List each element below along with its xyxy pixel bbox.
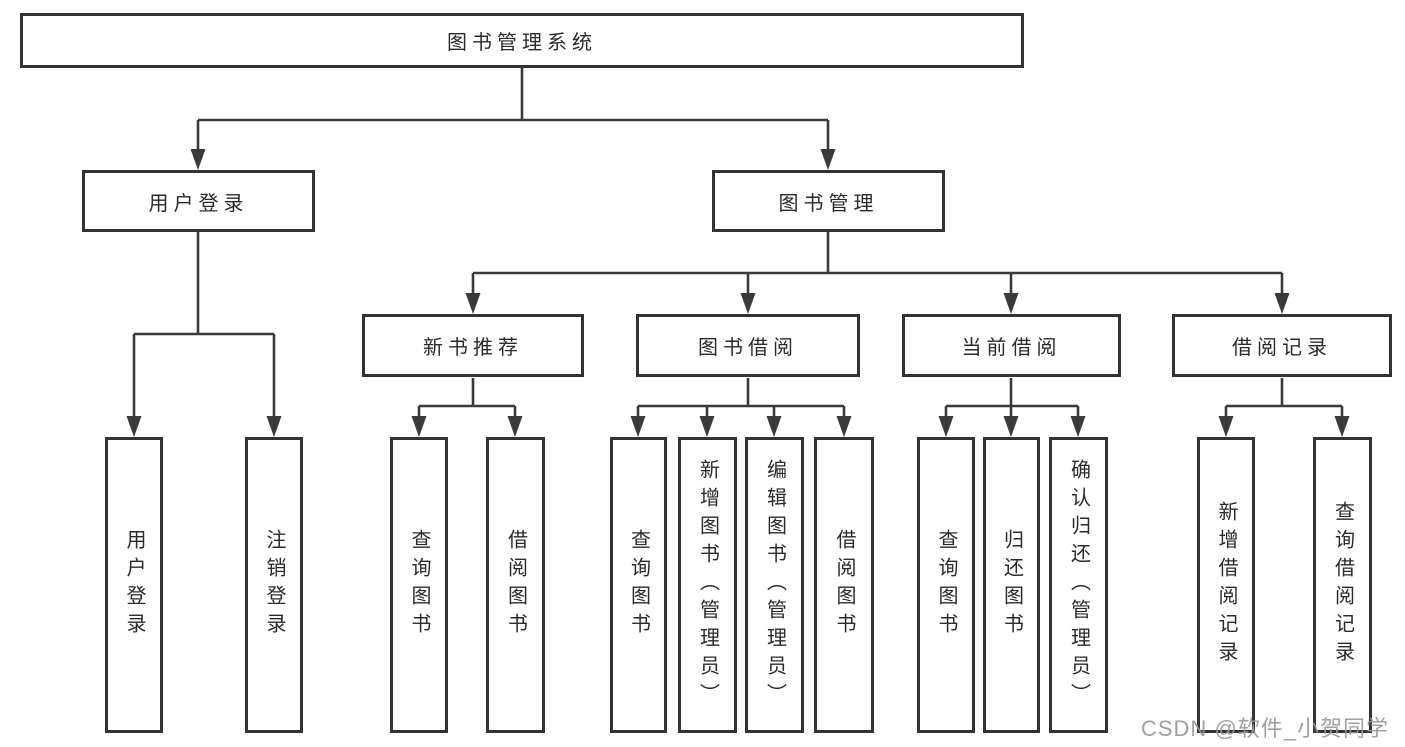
leaf-label: 查询图书 [935, 529, 957, 641]
leaf-query-books-current: 查询图书 [917, 437, 975, 733]
leaf-label: 查询图书 [627, 529, 650, 641]
leaf-label: 编辑图书（管理员） [763, 459, 786, 711]
leaf-label: 注销登录 [263, 529, 285, 641]
arrowheads [126, 149, 1350, 437]
leaf-label: 查询图书 [408, 529, 430, 641]
watermark: CSDN @软件_小贺同学 [1140, 716, 1389, 741]
node-new-book-recommendation: 新书推荐 [362, 314, 584, 377]
node-user-login: 用户登录 [82, 170, 315, 232]
leaf-add-book-admin: 新增图书（管理员） [678, 437, 737, 733]
leaf-user-login: 用户登录 [105, 437, 163, 733]
leaf-label: 归还图书 [1000, 529, 1023, 641]
leaf-label: 借阅图书 [504, 529, 527, 641]
leaf-label: 新增借阅记录 [1215, 501, 1237, 669]
leaf-label: 借阅图书 [833, 529, 855, 641]
node-current-borrowing: 当前借阅 [902, 314, 1121, 377]
leaf-borrow-books-borrowing: 借阅图书 [814, 437, 874, 733]
leaf-label: 新增图书（管理员） [696, 459, 719, 711]
leaf-return-books: 归还图书 [983, 437, 1040, 733]
leaf-add-borrow-record: 新增借阅记录 [1197, 437, 1255, 733]
leaf-edit-book-admin: 编辑图书（管理员） [745, 437, 804, 733]
node-borrowing-records: 借阅记录 [1172, 314, 1392, 377]
leaf-borrow-books-recommend: 借阅图书 [486, 437, 545, 733]
node-book-management-system: 图书管理系统 [20, 13, 1024, 68]
leaf-query-books-recommend: 查询图书 [390, 437, 448, 733]
leaf-confirm-return-admin: 确认归还（管理员） [1049, 437, 1108, 733]
node-book-borrowing: 图书借阅 [636, 314, 860, 377]
leaf-label: 确认归还（管理员） [1067, 459, 1090, 711]
leaf-logout: 注销登录 [245, 437, 303, 733]
leaf-label: 用户登录 [123, 529, 145, 641]
leaf-query-books-borrowing: 查询图书 [610, 437, 667, 733]
leaf-query-borrow-record: 查询借阅记录 [1313, 437, 1372, 733]
node-book-management: 图书管理 [712, 170, 945, 232]
leaf-label: 查询借阅记录 [1331, 501, 1354, 669]
